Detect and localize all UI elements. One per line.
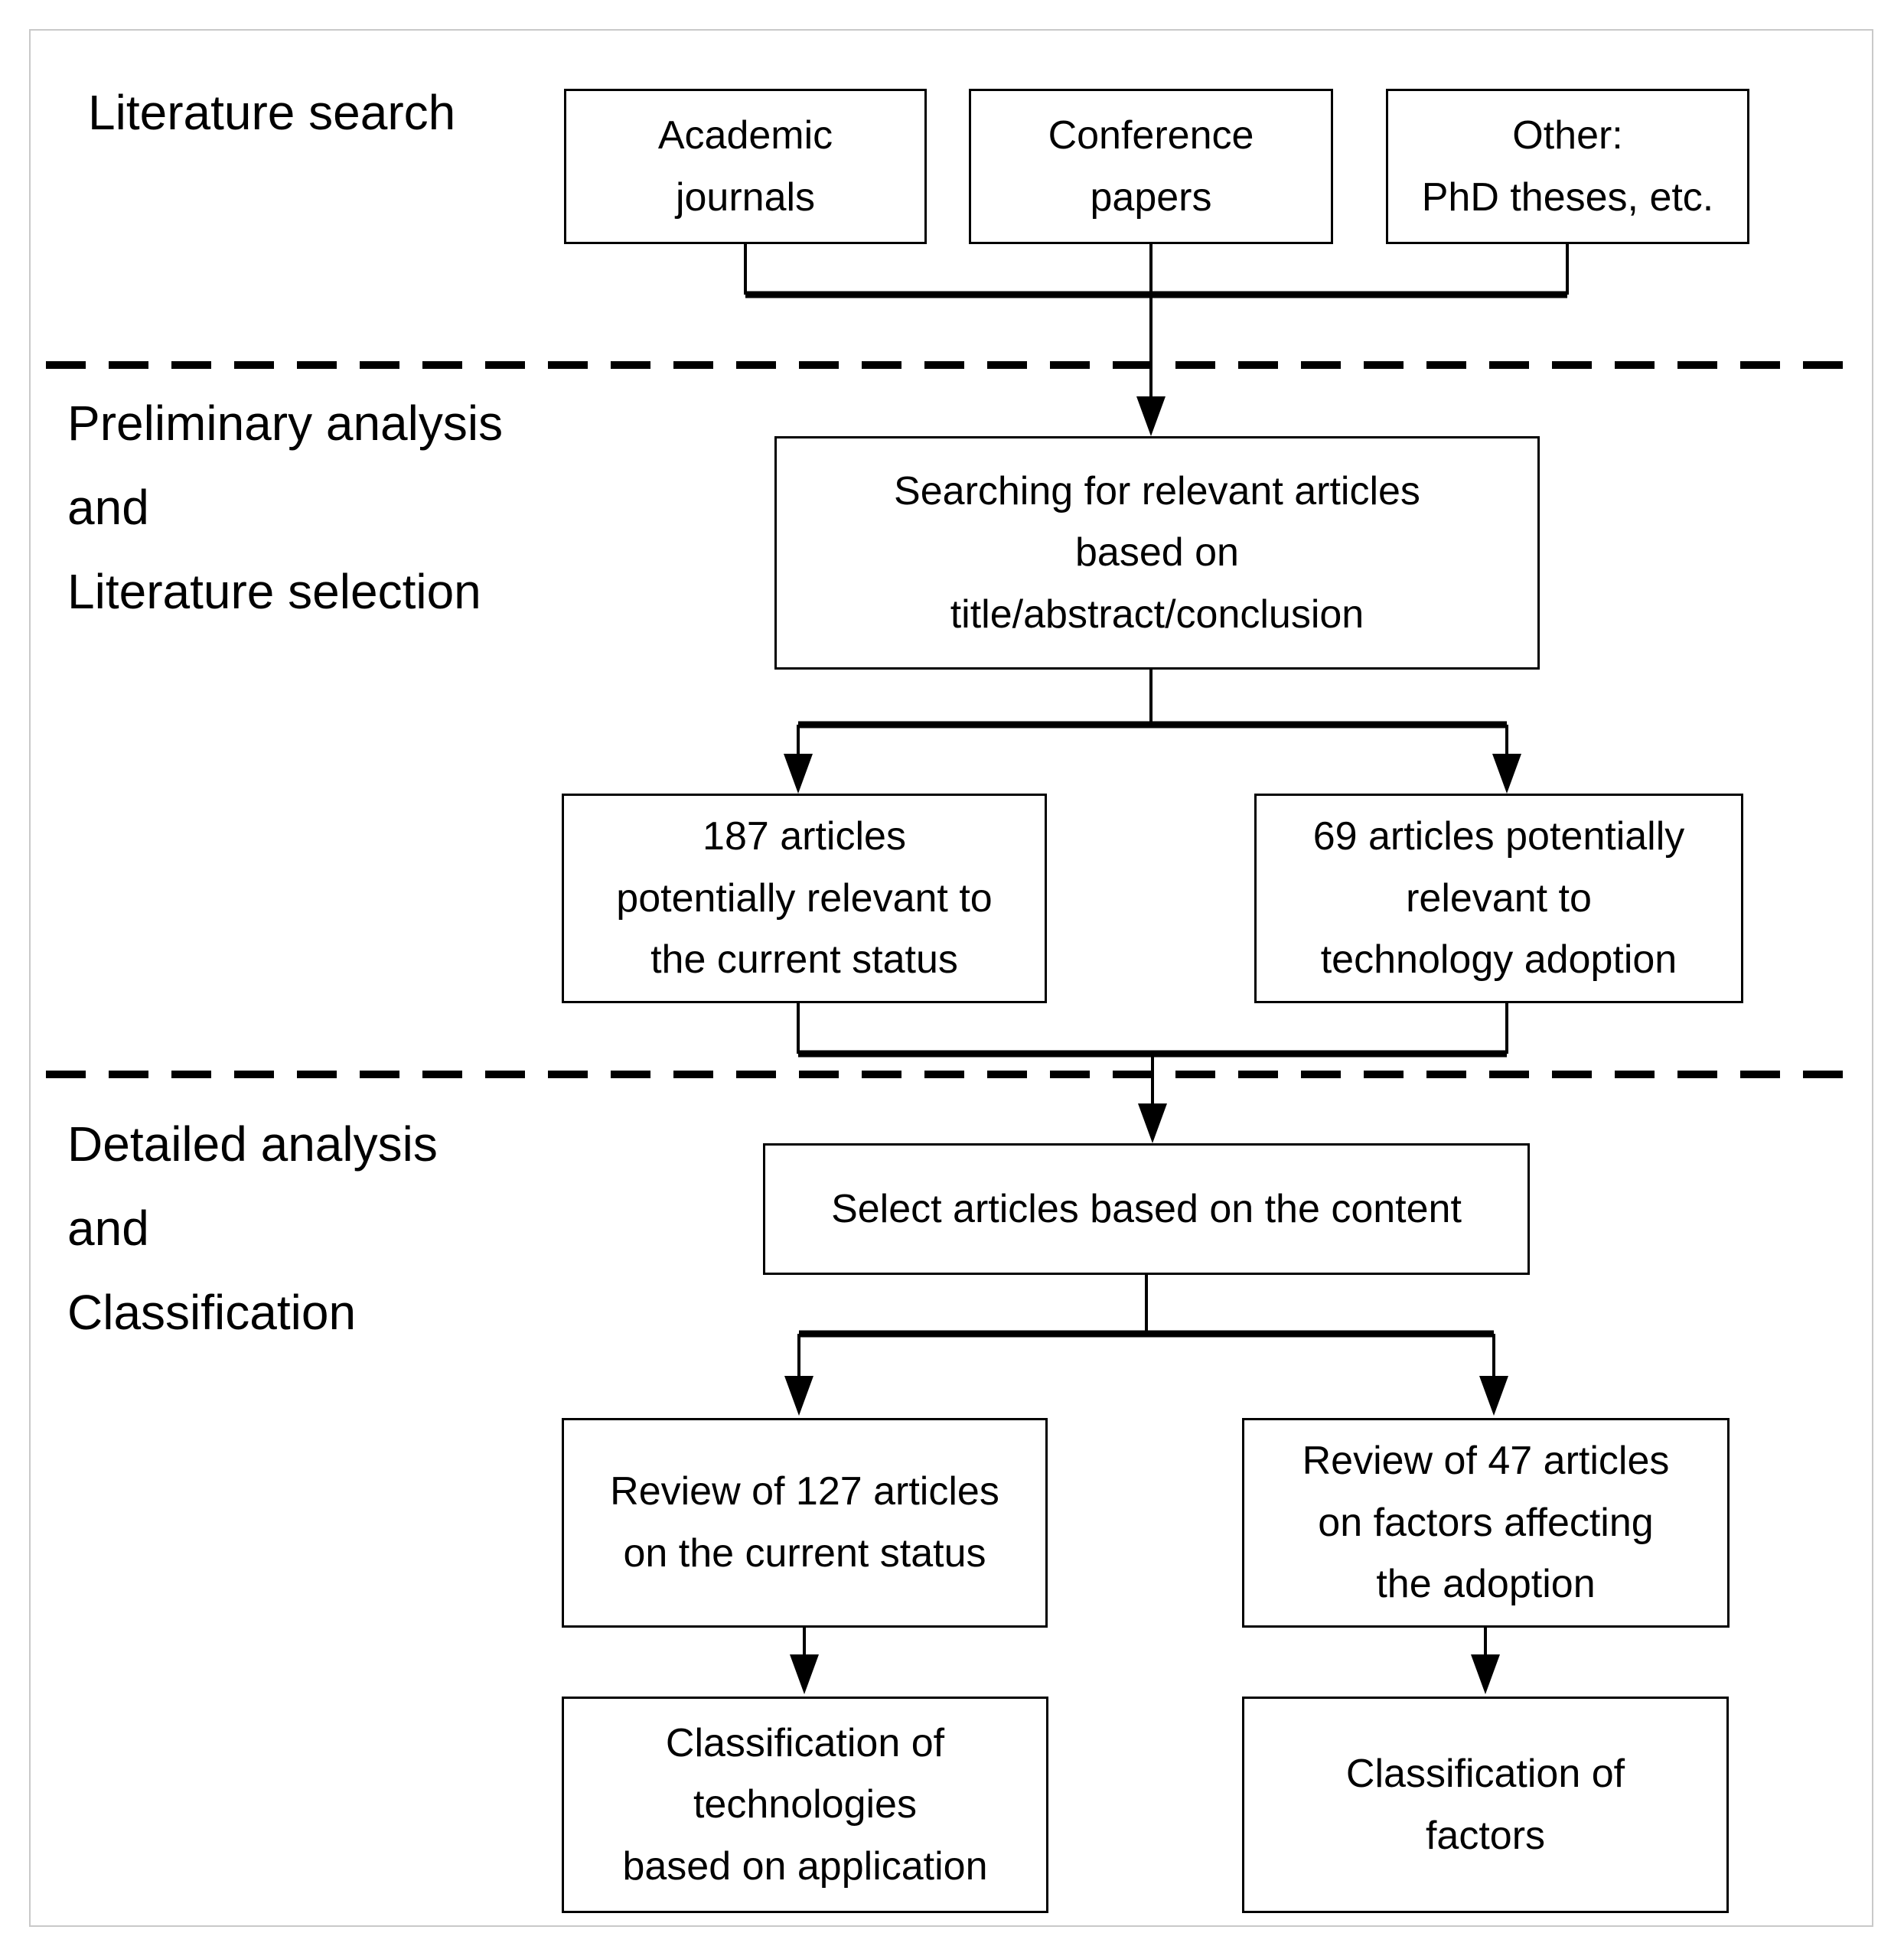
node-select-articles-content: Select articles based on the content: [763, 1143, 1530, 1275]
arrowhead-into-select: [1138, 1103, 1167, 1143]
connector-split2-drops: [797, 1334, 1495, 1381]
arrowhead-into-class-factors: [1471, 1654, 1500, 1694]
node-review-47-articles: Review of 47 articles on factors affecti…: [1242, 1418, 1730, 1628]
node-academic-journals: Academic journals: [564, 89, 927, 244]
section-label-literature-search: Literature search: [88, 85, 456, 140]
node-conference-papers: Conference papers: [969, 89, 1333, 244]
node-review-127-articles: Review of 127 articles on the current st…: [562, 1418, 1048, 1628]
connector-split1-drops: [797, 725, 1508, 759]
section-label-preliminary-analysis: Preliminary analysis and Literature sele…: [67, 396, 504, 620]
figure-border-frame: [29, 29, 1873, 1927]
node-classification-factors: Classification of factors: [1242, 1697, 1729, 1913]
connector-branch-drops-to-merge2: [797, 1003, 1508, 1054]
node-searching-relevant-articles: Searching for relevant articles based on…: [774, 436, 1540, 670]
connector-review-to-class: [803, 1628, 1487, 1660]
arrowhead-into-class-tech: [790, 1654, 819, 1694]
connector-top-drops: [744, 244, 1569, 295]
arrowhead-into-relevant-69: [1492, 754, 1521, 794]
arrowhead-into-review-47: [1479, 1376, 1508, 1416]
arrowhead-into-review-127: [784, 1376, 813, 1416]
node-187-articles-current-status: 187 articles potentially relevant to the…: [562, 794, 1047, 1003]
node-69-articles-technology-adoption: 69 articles potentially relevant to tech…: [1254, 794, 1743, 1003]
arrowhead-into-relevant-187: [784, 754, 813, 794]
section-label-detailed-analysis: Detailed analysis and Classification: [67, 1116, 438, 1341]
node-classification-technologies: Classification of technologies based on …: [562, 1697, 1048, 1913]
node-other-phd-theses: Other: PhD theses, etc.: [1386, 89, 1749, 244]
arrowhead-into-searching: [1136, 396, 1166, 436]
